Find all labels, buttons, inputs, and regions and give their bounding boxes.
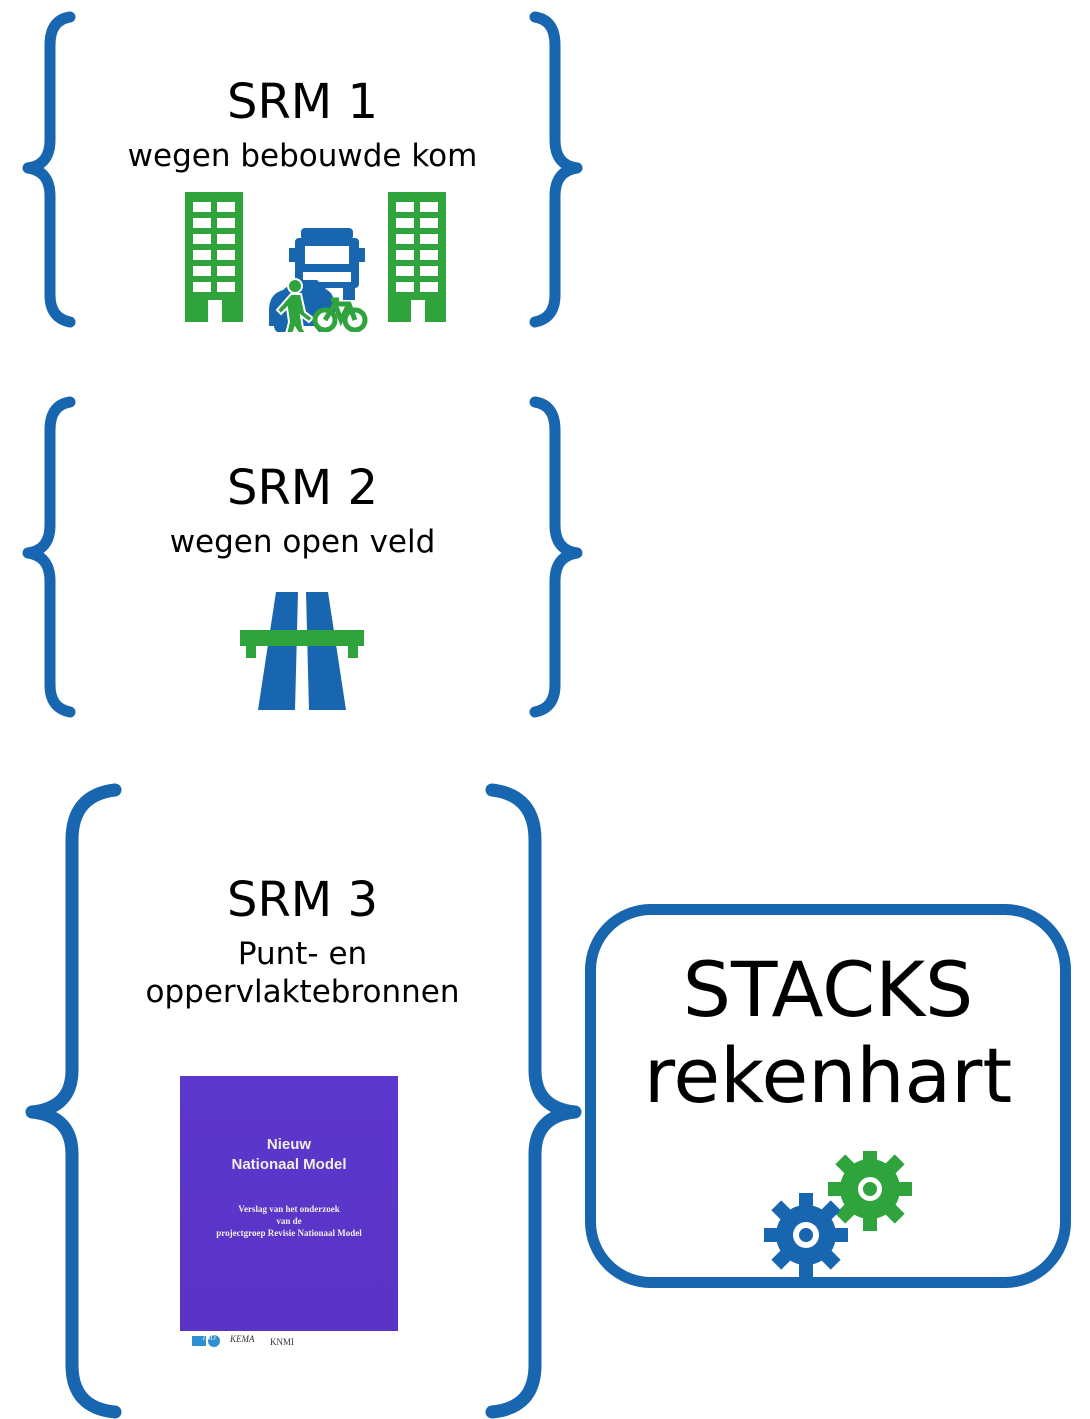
srm3-subtitle-line-2: oppervlaktebronnen: [145, 973, 460, 1010]
report-cover-image: Nieuw Nationaal Model Verslag van het on…: [180, 1076, 398, 1351]
srm3-subtitle-line-1: Punt- en: [237, 936, 368, 972]
stacks-text: STACKS rekenhart: [596, 947, 1060, 1119]
gear-icon: [828, 1151, 912, 1231]
knmi-logo-text: KNMI: [270, 1337, 294, 1347]
stacks-subtitle: rekenhart: [643, 1030, 1013, 1120]
srm2-left-brace: [22, 396, 76, 718]
report-cover: Nieuw Nationaal Model Verslag van het on…: [180, 1076, 398, 1331]
urban-road-icon-group: [185, 192, 446, 332]
truck-icon: [289, 228, 365, 300]
srm1-subtitle: wegen bebouwde kom: [127, 138, 478, 174]
tno-logo-text: TNO: [202, 1334, 216, 1342]
report-title-line-1: Nieuw: [266, 1136, 312, 1153]
gears-icon: [764, 1151, 912, 1277]
srm1-right-brace: [529, 11, 583, 328]
srm2-subtitle: wegen open veld: [169, 524, 436, 560]
srm3-left-brace: [25, 783, 122, 1419]
bicycle-icon: [312, 297, 368, 332]
srm2-right-brace: [529, 396, 583, 718]
building-icon: [388, 192, 446, 322]
srm1-left-brace: [22, 11, 76, 328]
kema-logo-text: KEMA: [230, 1334, 255, 1344]
srm1-block: SRM 1 wegen bebouwde kom: [60, 78, 545, 176]
srm1-title: SRM 1: [226, 74, 379, 130]
srm3-title: SRM 3: [226, 872, 379, 928]
stacks-box: STACKS rekenhart: [585, 904, 1071, 1288]
srm2-title: SRM 2: [226, 460, 379, 516]
report-title-line-2: Nationaal Model: [231, 1156, 347, 1173]
report-subtitle-line-3: projectgroep Revisie Nationaal Model: [216, 1228, 362, 1238]
report-subtitle-line-2: van de: [276, 1216, 302, 1226]
highway-icon: [240, 592, 364, 710]
stacks-title: STACKS: [682, 945, 974, 1034]
tno-logo-icon: [192, 1335, 220, 1347]
building-icon: [185, 192, 243, 322]
srm3-right-brace: [485, 783, 582, 1419]
srm2-block: SRM 2 wegen open veld: [60, 464, 545, 562]
srm3-block: SRM 3 Punt- en oppervlaktebronnen: [60, 876, 545, 1012]
gear-icon: [764, 1193, 848, 1277]
pedestrian-icon: [275, 278, 315, 332]
report-subtitle-line-1: Verslag van het onderzoek: [238, 1204, 340, 1214]
